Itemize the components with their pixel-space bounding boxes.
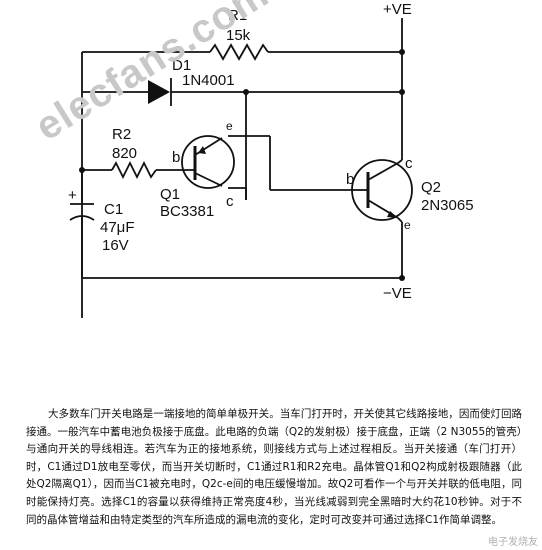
q2-emitter-pin-label: e	[404, 218, 411, 232]
junction-dot	[79, 167, 85, 173]
r2-value-label: 820	[112, 145, 137, 162]
d1-diode-symbol	[148, 80, 170, 104]
description-block: 大多数车门开关电路是一端接地的简单单极开关。当车门打开时，开关使其它线路接地，因…	[26, 406, 522, 529]
q2-part-label: 2N3065	[421, 197, 474, 214]
r1-resistor-symbol	[209, 43, 269, 61]
negative-rail-label: −VE	[383, 285, 412, 302]
q1-collector-pin-label: c	[226, 193, 234, 210]
junction-dot	[399, 89, 405, 95]
q1-emitter-pin-label: e	[226, 119, 233, 133]
c1-value-label: 47μF	[100, 219, 135, 236]
q2-base-pin-label: b	[346, 171, 354, 188]
junction-dot	[399, 49, 405, 55]
d1-part-label: 1N4001	[182, 72, 235, 89]
r1-ref-label: R1	[228, 7, 247, 24]
d1-ref-label: D1	[172, 57, 191, 74]
r2-ref-label: R2	[112, 126, 131, 143]
description-paragraph: 大多数车门开关电路是一端接地的简单单极开关。当车门打开时，开关使其它线路接地，因…	[26, 408, 522, 526]
q1-base-pin-label: b	[172, 149, 180, 166]
corner-watermark: 电子发烧友	[488, 537, 538, 548]
q2-transistor-symbol	[351, 159, 413, 221]
c1-voltage-label: 16V	[102, 237, 129, 254]
q2-ref-label: Q2	[421, 179, 441, 196]
circuit-diagram: +VE −VE R1 15k D1 1N4001 R2 820 + C1 47μ…	[68, 1, 474, 318]
positive-rail-label: +VE	[383, 1, 412, 18]
c1-polarity-label: +	[68, 187, 77, 204]
q2-collector-pin-label: c	[405, 155, 413, 172]
q1-transistor-symbol	[181, 135, 235, 189]
q1-part-label: BC3381	[160, 203, 214, 220]
junction-dot	[399, 275, 405, 281]
r2-resistor-symbol	[111, 160, 157, 180]
c1-ref-label: C1	[104, 201, 123, 218]
r1-value-label: 15k	[226, 27, 251, 44]
junction-dot	[243, 89, 249, 95]
q1-ref-label: Q1	[160, 186, 180, 203]
